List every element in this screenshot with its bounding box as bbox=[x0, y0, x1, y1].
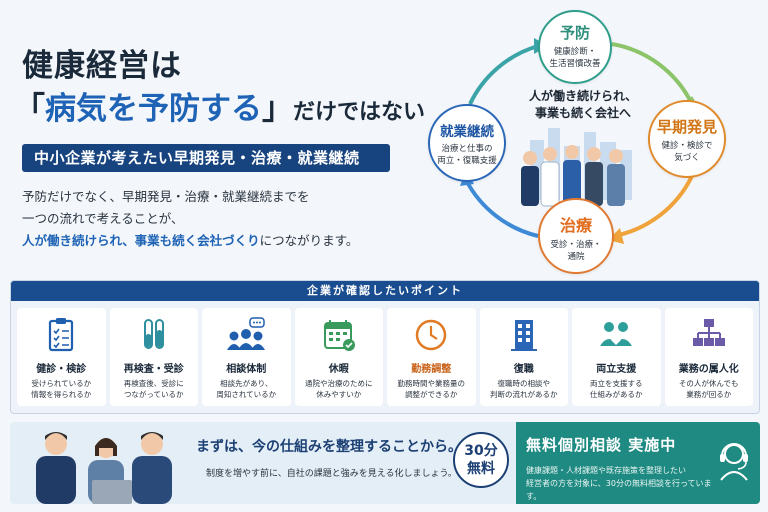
card-title: 業務の属人化 bbox=[678, 364, 739, 375]
center-line-1: 人が働き続けられ、 bbox=[528, 89, 638, 103]
point-card-reexam: 再検査・受診 再検査後、受診に つながっているか bbox=[109, 308, 199, 406]
card-title: 相談体制 bbox=[226, 364, 267, 375]
node-title: 予防 bbox=[559, 24, 590, 42]
title-rest: だけではない bbox=[293, 100, 426, 125]
card-desc-2: 情報を得られるか bbox=[31, 390, 92, 399]
node-desc-2: 気づく bbox=[674, 153, 700, 163]
points-header: 企業が確認したいポイント bbox=[11, 281, 759, 301]
bottom-subtext: 制度を増やす前に、自社の課題と強みを見える化しましょう。 bbox=[206, 469, 457, 479]
badge-line-2: 無料 bbox=[467, 461, 495, 477]
cycle-ring bbox=[460, 38, 700, 244]
node-early-detection: 早期発見 健診・検診で 気づく bbox=[648, 100, 726, 178]
consultation-title: 無料個別相談 実施中 bbox=[526, 436, 677, 454]
card-desc-2: 調整ができるか bbox=[405, 390, 458, 399]
consultation-desc-1: 健康課題・人材課題や既存施策を整理したい bbox=[526, 466, 686, 475]
card-desc-1: 復職時の相談や bbox=[497, 379, 551, 388]
points-cards: 健診・検診 受けられているか 情報を得られるか 再検査・受診 再検査後、受診に … bbox=[11, 301, 759, 406]
card-title: 両立支援 bbox=[596, 364, 637, 375]
building-icon bbox=[480, 316, 569, 354]
point-card-personalization: 業務の属人化 その人が休んでも 業務が回るか bbox=[664, 308, 754, 406]
card-desc-1: 通院や治療のために bbox=[305, 379, 373, 388]
card-desc-2: 判断の流れがあるか bbox=[490, 390, 558, 399]
card-title: 復職 bbox=[513, 364, 534, 375]
point-card-balance-support: 両立支援 両立を支援する 仕組みがあるか bbox=[572, 308, 661, 406]
node-title: 治療 bbox=[559, 216, 592, 235]
node-title: 早期発見 bbox=[656, 118, 717, 136]
card-desc-1: その人が休んでも bbox=[678, 379, 739, 388]
cycle-diagram: 人が働き続けられ、 事業も続く会社へ 予防 健康診断・ 生活習慣改善 早期発見 … bbox=[428, 0, 768, 276]
card-desc-1: 受けられているか bbox=[31, 379, 92, 388]
consultation-desc-2: 経営者の方を対象に、30分の無料相談を行っています。 bbox=[526, 479, 712, 501]
card-desc-1: 両立を支援する bbox=[590, 379, 643, 388]
node-desc-2: 通院 bbox=[567, 252, 585, 262]
card-desc-2: 仕組みがあるか bbox=[590, 390, 643, 399]
cycle-center-text: 人が働き続けられ、 事業も続く会社へ bbox=[508, 88, 658, 122]
card-desc-2: 休みやすいか bbox=[316, 390, 362, 399]
card-title: 健診・検診 bbox=[36, 364, 87, 375]
workers-group-illustration bbox=[521, 145, 625, 207]
test-tube-icon bbox=[110, 316, 199, 354]
consultation-desc: 健康課題・人材課題や既存施策を整理したい 経営者の方を対象に、30分の無料相談を… bbox=[526, 464, 726, 503]
people-consult-icon bbox=[202, 316, 291, 354]
hero-title-line1: 健康経営は bbox=[22, 48, 182, 84]
card-title: 休暇 bbox=[328, 364, 349, 375]
card-desc-1: 勤務時間や業務量の bbox=[397, 379, 466, 388]
sub-banner: 中小企業が考えたい早期発見・治療・就業継続 bbox=[22, 144, 390, 172]
free-30min-badge: 30分 無料 bbox=[453, 432, 509, 488]
node-desc-2: 両立・復職支援 bbox=[437, 156, 497, 166]
card-desc-2: 周知されているか bbox=[216, 390, 277, 399]
check-points-panel: 企業が確認したいポイント 健診・検診 受けられているか 情報を得られるか 再検査… bbox=[10, 280, 760, 414]
bottom-headline: まずは、今の仕組みを整理することから。 bbox=[196, 439, 462, 455]
title-close-bracket: 」 bbox=[262, 91, 293, 127]
free-consultation-panel[interactable]: 無料個別相談 実施中 健康課題・人材課題や既存施策を整理したい 経営者の方を対象… bbox=[516, 422, 760, 504]
node-treatment: 治療 受診・治療・ 通院 bbox=[538, 198, 614, 274]
headset-icon bbox=[716, 438, 752, 486]
desc-line-3: 人が働き続けられ、事業も続く会社づくりにつながります。 bbox=[22, 230, 358, 252]
hero-description: 予防だけでなく、早期発見・治療・就業継続までを 一つの流れで考えることが、 人が… bbox=[22, 186, 358, 252]
center-line-2: 事業も続く会社へ bbox=[534, 106, 631, 120]
card-title: 再検査・受診 bbox=[123, 364, 184, 375]
node-desc-1: 治療と仕事の bbox=[441, 144, 493, 154]
node-desc-1: 健康診断・ bbox=[553, 47, 597, 57]
node-prevention: 予防 健康診断・ 生活習慣改善 bbox=[538, 10, 612, 84]
desc-rest: につながります。 bbox=[259, 233, 359, 248]
node-title: 就業継続 bbox=[440, 124, 494, 140]
point-card-work-adjust: 勤務調整 勤務時間や業務量の 調整ができるか bbox=[387, 308, 476, 406]
title-open-bracket: 「 bbox=[14, 91, 45, 127]
node-desc-1: 受診・治療・ bbox=[550, 240, 602, 250]
support-hands-icon bbox=[572, 316, 661, 354]
clock-icon bbox=[387, 316, 476, 354]
desc-strong: 人が働き続けられ、事業も続く会社づくり bbox=[22, 233, 260, 248]
card-desc-1: 相談先があり、 bbox=[220, 379, 273, 388]
desc-line-2: 一つの流れで考えることが、 bbox=[22, 211, 184, 226]
card-desc-2: 業務が回るか bbox=[686, 390, 732, 399]
point-card-checkup: 健診・検診 受けられているか 情報を得られるか bbox=[17, 308, 106, 406]
point-card-leave: 休暇 通院や治療のために 休みやすいか bbox=[294, 308, 384, 406]
point-card-consult: 相談体制 相談先があり、 周知されているか bbox=[202, 308, 291, 406]
checklist-icon bbox=[17, 316, 106, 354]
card-desc-1: 再検査後、受診に bbox=[123, 379, 184, 388]
desc-line-1: 予防だけでなく、早期発見・治療・就業継続までを bbox=[22, 189, 310, 204]
bottom-cta-band: まずは、今の仕組みを整理することから。 制度を増やす前に、自社の課題と強みを見え… bbox=[10, 422, 760, 504]
node-desc-2: 生活習慣改善 bbox=[549, 59, 601, 69]
card-desc-2: つながっているか bbox=[123, 390, 184, 399]
point-card-return: 復職 復職時の相談や 判断の流れがあるか bbox=[479, 308, 569, 406]
org-chart-icon bbox=[665, 316, 754, 354]
badge-line-1: 30分 bbox=[464, 443, 498, 459]
calendar-icon bbox=[295, 316, 384, 354]
card-title: 勤務調整 bbox=[411, 364, 452, 375]
node-continued-employment: 就業継続 治療と仕事の 両立・復職支援 bbox=[428, 104, 506, 182]
hero-title-line2: 「病気を予防する」だけではない bbox=[14, 83, 425, 128]
title-highlight: 病気を予防する bbox=[45, 91, 262, 127]
meeting-illustration bbox=[36, 432, 172, 504]
node-desc-1: 健診・検診で bbox=[661, 141, 713, 151]
